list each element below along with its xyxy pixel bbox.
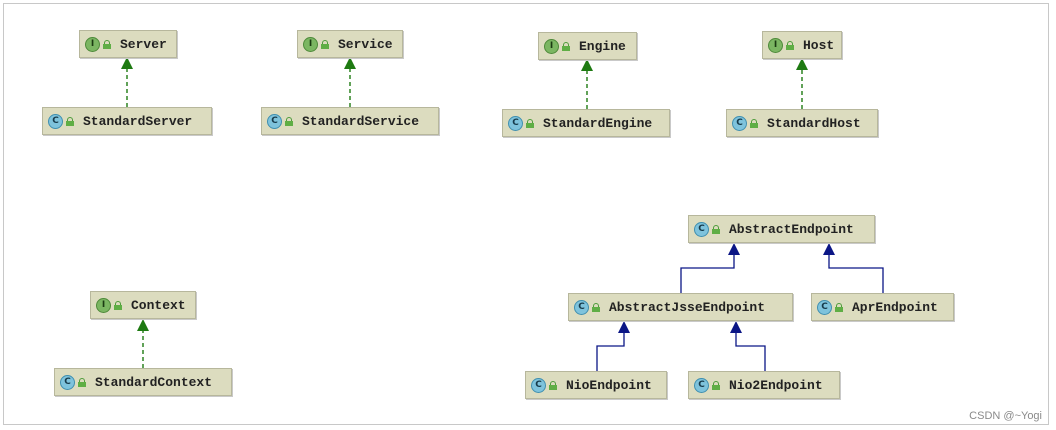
node-standard-server-label: StandardServer [83, 113, 193, 129]
class-icon: C [508, 115, 523, 131]
interface-icon: I [544, 38, 559, 54]
class-icon: C [817, 299, 832, 315]
node-abstract-jsse-endpoint-label: AbstractJsseEndpoint [609, 299, 766, 315]
node-standard-host-label: StandardHost [767, 115, 861, 131]
node-nio2-endpoint-label: Nio2Endpoint [729, 377, 823, 393]
node-abstract-jsse-endpoint[interactable]: C AbstractJsseEndpoint [568, 293, 793, 321]
node-server-label: Server [120, 36, 167, 52]
interface-icon: I [96, 297, 111, 313]
edge-nioendpoint-abstractjsse [596, 332, 625, 371]
class-icon: C [48, 113, 63, 129]
node-standard-context-label: StandardContext [95, 374, 213, 390]
node-standard-engine[interactable]: C StandardEngine [502, 109, 670, 137]
edge-abstractjsse-abstractendpoint [680, 254, 735, 293]
arrowhead-server [121, 57, 133, 69]
interface-icon: I [768, 37, 783, 53]
lock-icon [592, 302, 600, 312]
lock-icon [835, 302, 843, 312]
node-nio-endpoint[interactable]: C NioEndpoint [525, 371, 667, 399]
node-host-label: Host [803, 37, 835, 53]
node-engine[interactable]: I Engine [538, 32, 637, 60]
node-server[interactable]: I Server [79, 30, 177, 58]
lock-icon [712, 224, 720, 234]
node-standard-host[interactable]: C StandardHost [726, 109, 878, 137]
lock-icon [549, 380, 557, 390]
lock-icon [78, 377, 86, 387]
diagram-frame [3, 3, 1049, 425]
node-engine-label: Engine [579, 38, 626, 54]
lock-icon [66, 116, 74, 126]
class-icon: C [60, 374, 75, 390]
interface-icon: I [85, 36, 100, 52]
node-context-label: Context [131, 297, 186, 313]
arrowhead-abstractendpoint-left [728, 243, 740, 255]
edge-aprendpoint-abstractendpoint [828, 254, 884, 293]
class-icon: C [694, 377, 709, 393]
node-apr-endpoint-label: AprEndpoint [852, 299, 938, 315]
node-standard-service-label: StandardService [302, 113, 420, 129]
class-icon: C [531, 377, 546, 393]
lock-icon [103, 39, 111, 49]
node-standard-service[interactable]: C StandardService [261, 107, 439, 135]
node-host[interactable]: I Host [762, 31, 842, 59]
arrowhead-service [344, 57, 356, 69]
lock-icon [285, 116, 293, 126]
node-nio2-endpoint[interactable]: C Nio2Endpoint [688, 371, 840, 399]
lock-icon [321, 39, 329, 49]
lock-icon [562, 41, 570, 51]
lock-icon [712, 380, 720, 390]
interface-icon: I [303, 36, 318, 52]
node-service[interactable]: I Service [297, 30, 403, 58]
arrowhead-host [796, 58, 808, 70]
node-nio-endpoint-label: NioEndpoint [566, 377, 652, 393]
node-context[interactable]: I Context [90, 291, 196, 319]
lock-icon [526, 118, 534, 128]
node-service-label: Service [338, 36, 393, 52]
node-abstract-endpoint[interactable]: C AbstractEndpoint [688, 215, 875, 243]
lock-icon [114, 300, 122, 310]
lock-icon [786, 40, 794, 50]
node-apr-endpoint[interactable]: C AprEndpoint [811, 293, 954, 321]
class-icon: C [694, 221, 709, 237]
edge-nio2endpoint-abstractjsse [735, 332, 766, 371]
arrowhead-abstractendpoint-right [823, 243, 835, 255]
class-icon: C [732, 115, 747, 131]
lock-icon [750, 118, 758, 128]
class-icon: C [574, 299, 589, 315]
arrowhead-abstractjsse-right [730, 321, 742, 333]
arrowhead-engine [581, 59, 593, 71]
class-icon: C [267, 113, 282, 129]
arrowhead-context [137, 319, 149, 331]
node-standard-context[interactable]: C StandardContext [54, 368, 232, 396]
watermark: CSDN @~Yogi [969, 410, 1042, 422]
node-abstract-endpoint-label: AbstractEndpoint [729, 221, 854, 237]
node-standard-engine-label: StandardEngine [543, 115, 653, 131]
arrowhead-abstractjsse-left [618, 321, 630, 333]
node-standard-server[interactable]: C StandardServer [42, 107, 212, 135]
